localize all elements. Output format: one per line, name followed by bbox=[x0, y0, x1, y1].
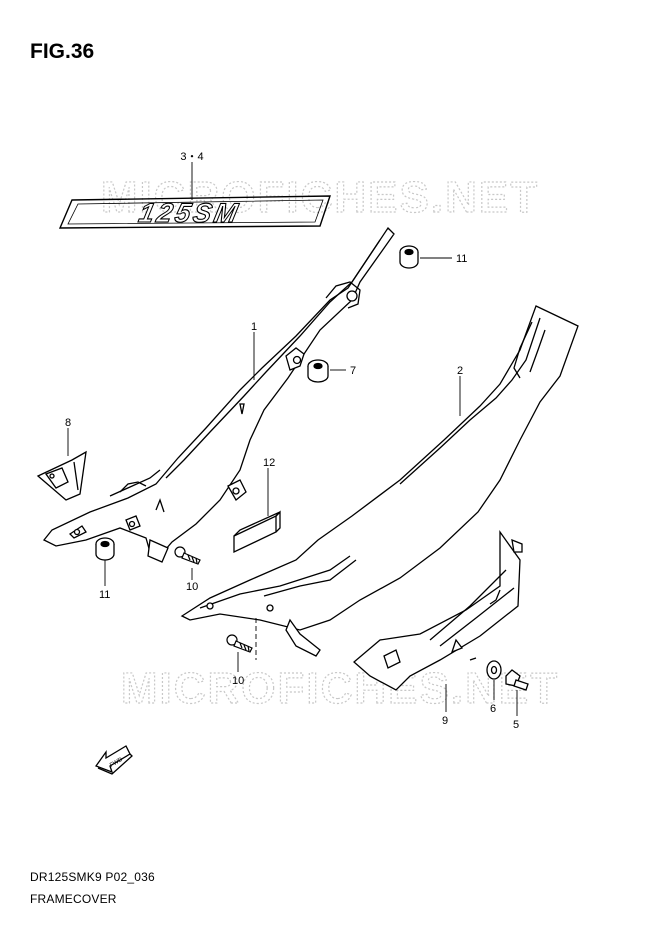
callout-6: 6 bbox=[490, 703, 496, 715]
callout-8: 8 bbox=[65, 417, 71, 429]
callout-12: 12 bbox=[263, 457, 275, 469]
callout-3-4: 3・4 bbox=[180, 151, 203, 163]
watermark-bottom-text: MICROFICHES.NET bbox=[121, 664, 559, 713]
callout-11-bottom: 11 bbox=[99, 589, 110, 601]
part-12-cushion bbox=[233, 510, 281, 554]
part-10-screw-lower bbox=[226, 634, 253, 653]
callout-5: 5 bbox=[513, 719, 519, 731]
part-10-screw-upper bbox=[174, 546, 201, 565]
callout-labels: 3・4 11 1 7 2 8 12 11 10 10 9 6 5 bbox=[65, 151, 519, 731]
leader-lines bbox=[67, 162, 518, 716]
watermark-top: MICROFICHES.NET bbox=[100, 172, 539, 222]
emblem-text: 125SM bbox=[136, 197, 243, 228]
callout-10-lower: 10 bbox=[232, 675, 244, 687]
figure-title: FIG.36 bbox=[30, 40, 95, 63]
figure-name: FRAMECOVER bbox=[30, 892, 117, 906]
watermark-bottom: MICROFICHES.NET bbox=[120, 663, 559, 713]
part-7-grommet bbox=[307, 359, 329, 383]
callout-9: 9 bbox=[442, 715, 448, 727]
part-6-washer bbox=[486, 660, 502, 680]
callout-2: 2 bbox=[457, 365, 463, 377]
callout-7: 7 bbox=[350, 365, 356, 377]
part-9-lower-cover bbox=[353, 529, 523, 691]
figure-code: DR125SMK9 P02_036 bbox=[30, 870, 155, 884]
part-5-bolt bbox=[469, 657, 529, 691]
callout-11-top: 11 bbox=[456, 253, 467, 265]
front-direction-arrow-icon: FWD bbox=[94, 745, 133, 775]
watermark-top-text: MICROFICHES.NET bbox=[101, 173, 539, 222]
callout-10-upper: 10 bbox=[186, 581, 198, 593]
part-11-grommet-top bbox=[399, 245, 419, 269]
part-11-grommet-bottom bbox=[95, 537, 115, 561]
emblem-125sm: 125SM bbox=[58, 195, 331, 229]
callout-1: 1 bbox=[251, 321, 257, 333]
part-1-left-frame-cover bbox=[42, 226, 395, 563]
part-2-side-cover bbox=[180, 305, 579, 657]
part-8-bracket bbox=[36, 450, 87, 501]
